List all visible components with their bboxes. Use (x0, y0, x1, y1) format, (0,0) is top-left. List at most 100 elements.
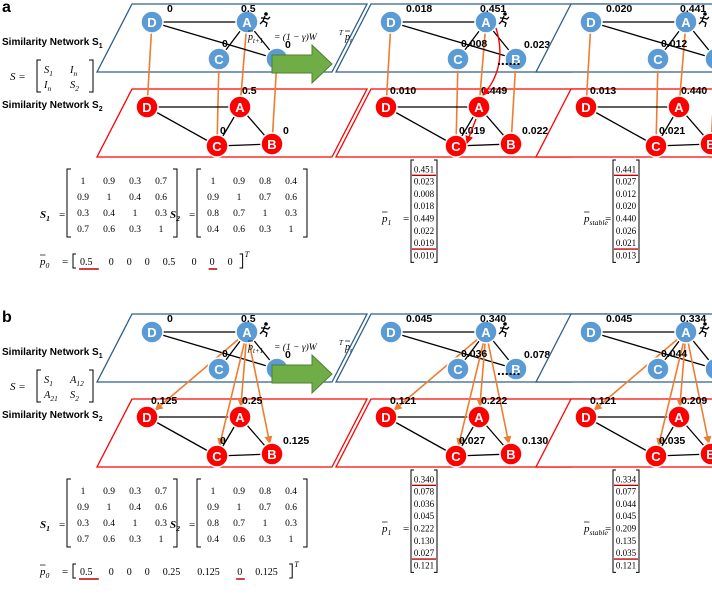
walk-arrow (465, 118, 477, 144)
value-label-b-s1: 0 (285, 39, 291, 51)
node-a-s1: A (235, 320, 259, 344)
value-label-d-s1: 0.020 (606, 3, 632, 15)
node-circle (646, 357, 670, 381)
node-label: A (242, 325, 252, 340)
matrix-cell: 0.4 (129, 193, 141, 203)
vector-bracket-right (636, 469, 640, 573)
equals-sign: = (62, 256, 68, 268)
vector-entry: 0.012 (616, 189, 636, 199)
block-bracket-right (89, 369, 94, 403)
matrix-cell: 0.3 (155, 209, 167, 219)
node-label: B (506, 447, 515, 462)
formula-lhs: pt+1 (247, 340, 263, 355)
node-d-s2: D (374, 405, 398, 429)
matrix-cell: 0.6 (103, 225, 115, 235)
node-circle (474, 320, 498, 344)
node-circle (379, 320, 403, 344)
vector-entry: 0.027 (414, 548, 435, 558)
iteration-arrow (271, 353, 333, 395)
node-label: D (586, 325, 595, 340)
value-label-c-s2: 0.021 (659, 125, 685, 137)
matrix-cell: 0.7 (233, 519, 245, 529)
s-matrix-symbol: S = (10, 71, 26, 83)
matrix-cell: 0.3 (129, 535, 141, 545)
node-label: A (674, 100, 684, 115)
matrix-cell: 1 (289, 535, 294, 545)
node-label: A (235, 410, 245, 425)
node-circle (646, 47, 670, 71)
network-edge (146, 106, 218, 147)
p0-label: p0 (39, 564, 50, 580)
vector-bracket-left (612, 159, 616, 263)
p0-bracket-right (289, 563, 293, 579)
vector-entry: 0.013 (616, 250, 637, 260)
vector-bracket-right (434, 159, 438, 263)
p1-label: p1 (381, 521, 392, 537)
block-entry: S2 (70, 80, 79, 93)
node-label: A (474, 100, 484, 115)
matrix-cell: 0.9 (233, 487, 245, 497)
node-label: C (451, 139, 461, 154)
value-label-b-s2: 0.130 (522, 435, 548, 447)
network-edge (146, 416, 218, 457)
node-circle (704, 47, 712, 71)
node-d-s2: D (135, 405, 159, 429)
matrix-cell: 0.7 (77, 535, 89, 545)
matrix-cell: 0.4 (285, 487, 297, 497)
node-label: C (451, 449, 461, 464)
matrix-cell: 0.3 (77, 519, 89, 529)
node-d-s2: D (374, 95, 398, 119)
node-label: C (212, 449, 222, 464)
value-label-d-s1: 0 (167, 313, 173, 325)
value-label-c-s1: 0.044 (661, 348, 687, 360)
vector-entry: 0.045 (616, 511, 637, 521)
block-entry: A21 (43, 390, 58, 403)
matrix-cell: 0.7 (233, 209, 245, 219)
p0-bracket-left (72, 253, 76, 269)
p0-entry: 0 (228, 257, 233, 268)
matrix-cell: 0.7 (155, 177, 167, 187)
p1-label: p1 (381, 211, 392, 227)
value-label-d-s2: 0.125 (151, 395, 177, 407)
value-label-d-s1: 0.018 (406, 3, 432, 15)
network-edge (385, 416, 457, 457)
transition-arrow (217, 331, 248, 447)
node-d-s1: D (379, 320, 403, 344)
node-label: A (235, 100, 245, 115)
vector-entry: 0.121 (414, 560, 434, 570)
vector-symbol: p0 (39, 566, 50, 580)
matrix-bracket-left (196, 478, 201, 548)
value-label-a-s1: 0.334 (680, 313, 706, 325)
matrix-cell: 0.3 (285, 519, 297, 529)
equals-sign: = (403, 523, 409, 535)
node-a-s2: A (667, 405, 691, 429)
vector-symbol: p0 (39, 256, 50, 270)
value-label-c-s2: 0.019 (459, 125, 485, 137)
block-entry: S2 (70, 390, 79, 403)
matrix-cell: 0.6 (233, 535, 245, 545)
node-circle (140, 320, 164, 344)
value-label-c-s1: 0.036 (461, 348, 487, 360)
node-c-s1: C (207, 47, 231, 71)
node-label: B (506, 137, 515, 152)
node-c-s2: C (644, 444, 668, 468)
p0-entry: 0 (127, 257, 132, 268)
value-label-a-s1: 0.441 (680, 3, 706, 15)
node-circle (499, 132, 523, 156)
p0-entry: 0 (237, 567, 242, 578)
node-circle (579, 320, 603, 344)
matrix-cell: 1 (107, 193, 112, 203)
network-edge (590, 21, 712, 59)
matrix-cell: 0.4 (285, 177, 297, 187)
runner-head (264, 12, 268, 16)
bipartite-edge (585, 21, 592, 108)
transition-arrow (476, 331, 487, 408)
vector-entry: 0.045 (414, 511, 435, 521)
node-label: A (674, 410, 684, 425)
node-circle (235, 320, 259, 344)
equals-sign: = (59, 519, 65, 531)
vector-symbol: p1 (381, 213, 392, 227)
matrix-cell: 0.8 (259, 177, 271, 187)
